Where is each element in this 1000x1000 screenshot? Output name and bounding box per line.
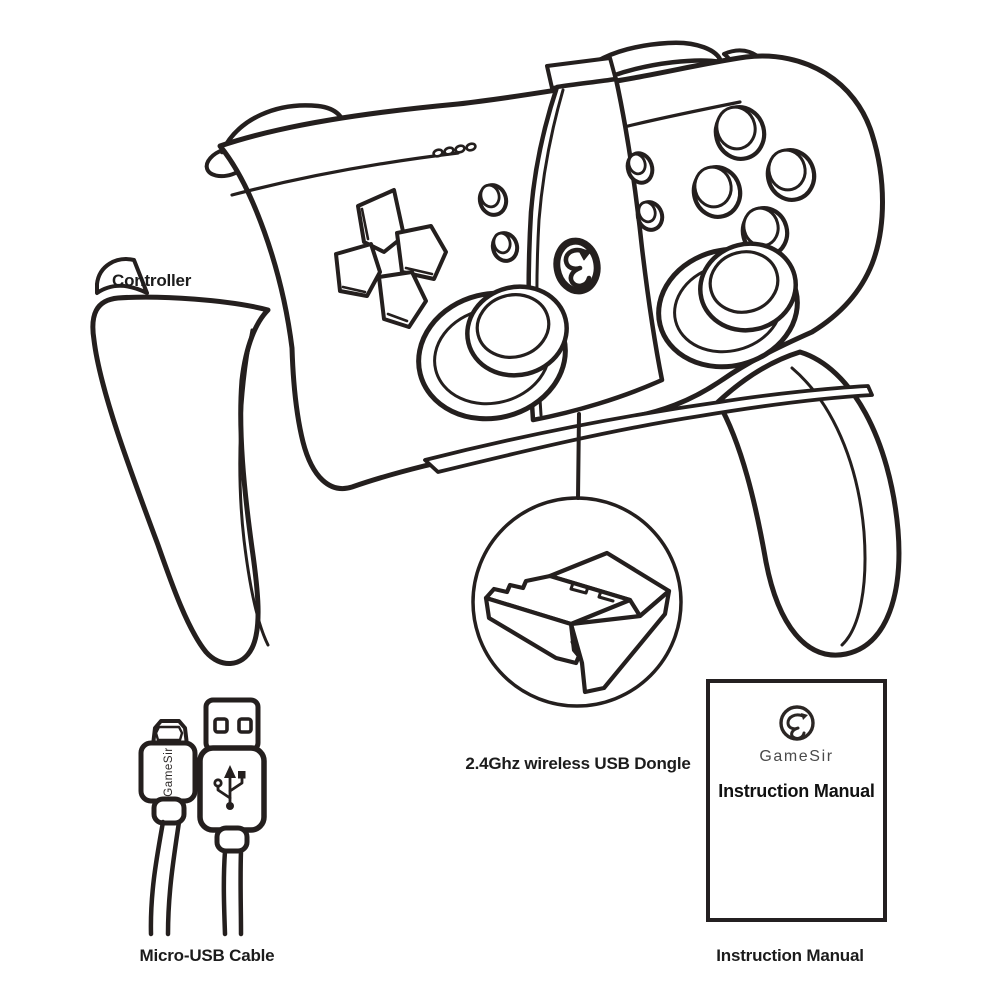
dpad-up: [356, 188, 406, 254]
controller-illustration: [90, 40, 902, 666]
cable-label: Micro-USB Cable: [139, 946, 275, 965]
dpad-down: [377, 270, 428, 329]
led-indicators: [432, 142, 477, 158]
dpad-left: [334, 242, 382, 298]
cable-illustration: GameSir: [138, 697, 267, 937]
right-small-buttons: [625, 151, 665, 232]
usb-symbol-icon: [213, 765, 246, 810]
left-small-buttons: [477, 183, 520, 263]
usb-dongle-illustration: [471, 496, 683, 708]
left-analog-stick: [416, 284, 569, 422]
dongle-label: 2.4Ghz wireless USB Dongle: [465, 754, 691, 773]
left-grip: [90, 294, 271, 666]
right-grip: [715, 349, 902, 658]
usb-a-connector: [197, 697, 267, 937]
micro-usb-connector: GameSir: [138, 719, 198, 937]
micro-usb-brand-text: GameSir: [163, 747, 175, 797]
manual-caption-label: Instruction Manual: [716, 946, 864, 965]
right-analog-stick: [656, 241, 800, 370]
dpad: [334, 188, 448, 329]
manual-gamesir-logo-icon: [778, 705, 815, 741]
clamp-lower-bar: [423, 384, 874, 474]
manual-cover: GameSir Instruction Manual: [706, 679, 887, 922]
dpad-right: [395, 224, 448, 281]
manual-cover-title: Instruction Manual: [718, 781, 875, 801]
top-face-seam-right: [618, 100, 742, 130]
controller-label: Controller: [112, 271, 192, 290]
dongle-callout-circle: [471, 496, 683, 708]
manual-brand-text: GameSir: [759, 748, 834, 765]
leader-line: [576, 412, 581, 500]
gamesir-logo-icon: [553, 237, 601, 295]
